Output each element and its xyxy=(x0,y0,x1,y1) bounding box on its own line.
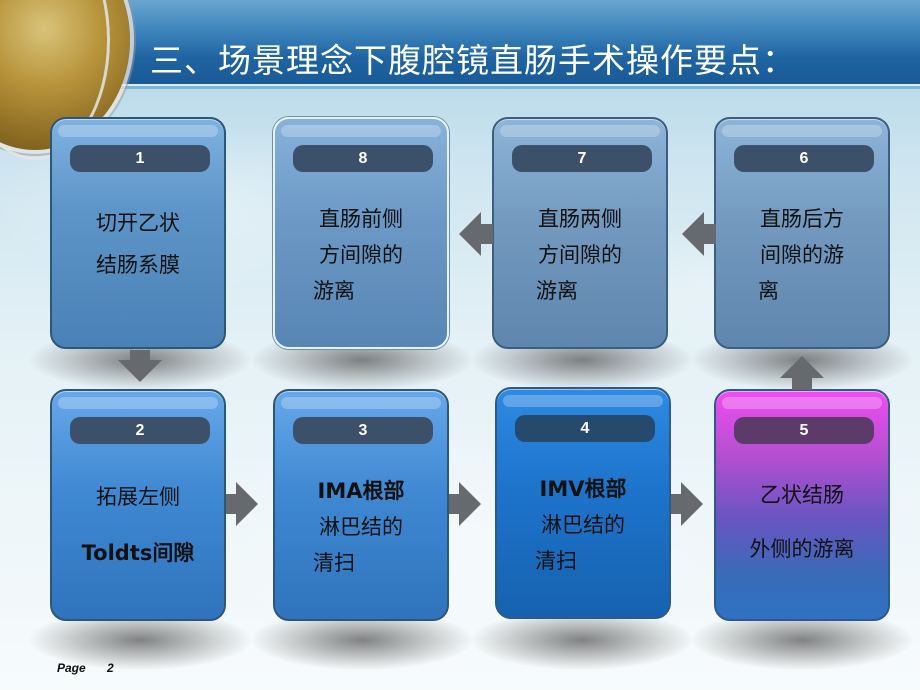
step-text-line: 方间隙的 xyxy=(319,243,403,267)
step-text-line: 结肠系膜 xyxy=(96,253,180,277)
step-text-line: 淋巴结的 xyxy=(319,515,403,539)
step-text-line: 直肠前侧 xyxy=(319,207,403,231)
step-text-line: 方间隙的 xyxy=(538,243,622,267)
card-gloss xyxy=(722,397,882,409)
card-gloss xyxy=(281,125,441,137)
header-bar xyxy=(110,0,920,89)
step-text: 乙状结肠 外侧的游离 xyxy=(716,477,888,567)
step-text: IMA根部 淋巴结的 清扫 xyxy=(275,473,447,581)
card-gloss xyxy=(500,125,660,137)
step-card-1: 1 切开乙状 结肠系膜 xyxy=(50,117,226,349)
step-card-8: 8 直肠前侧 方间隙的 游离 xyxy=(273,117,449,349)
card-gloss xyxy=(722,125,882,137)
step-number: 1 xyxy=(70,145,210,172)
step-text: 拓展左侧 Toldts间隙 xyxy=(52,479,224,571)
step-text-line: 离 xyxy=(758,279,779,303)
card-gloss xyxy=(503,395,663,407)
step-text-line: IMV根部 xyxy=(539,477,627,501)
step-text-line: 清扫 xyxy=(535,549,577,573)
footer-page-number: 2 xyxy=(107,661,114,675)
step-card-3: 3 IMA根部 淋巴结的 清扫 xyxy=(273,389,449,621)
footer-page-label: Page xyxy=(57,661,86,675)
step-number: 6 xyxy=(734,145,874,172)
step-card-5: 5 乙状结肠 外侧的游离 xyxy=(714,389,890,621)
step-text-line: 游离 xyxy=(313,279,355,303)
card-gloss xyxy=(58,397,218,409)
step-number: 5 xyxy=(734,417,874,444)
step-number: 2 xyxy=(70,417,210,444)
card-gloss xyxy=(281,397,441,409)
step-text: 直肠两侧 方间隙的 游离 xyxy=(494,201,666,309)
step-text-line: 直肠两侧 xyxy=(538,207,622,231)
step-text: IMV根部 淋巴结的 清扫 xyxy=(497,471,669,579)
down-arrow-icon xyxy=(118,350,162,384)
card-gloss xyxy=(58,125,218,137)
step-text-line: 淋巴结的 xyxy=(541,513,625,537)
step-text-line: IMA根部 xyxy=(317,479,405,503)
step-card-7: 7 直肠两侧 方间隙的 游离 xyxy=(492,117,668,349)
right-arrow-icon xyxy=(671,482,705,526)
left-arrow-icon xyxy=(459,212,493,256)
step-number: 3 xyxy=(293,417,433,444)
step-number: 4 xyxy=(515,415,655,442)
up-arrow-icon xyxy=(780,356,824,390)
step-text-line: 直肠后方 xyxy=(760,207,844,231)
right-arrow-icon xyxy=(449,482,483,526)
step-text-line: 间隙的游 xyxy=(760,243,844,267)
step-text-line: 游离 xyxy=(536,279,578,303)
step-text-line: Toldts间隙 xyxy=(81,541,195,565)
page-title: 三、场景理念下腹腔镜直肠手术操作要点： xyxy=(150,41,796,80)
step-card-6: 6 直肠后方 间隙的游 离 xyxy=(714,117,890,349)
step-card-2: 2 拓展左侧 Toldts间隙 xyxy=(50,389,226,621)
left-arrow-icon xyxy=(682,212,716,256)
step-number: 7 xyxy=(512,145,652,172)
right-arrow-icon xyxy=(226,482,260,526)
step-text: 切开乙状 结肠系膜 xyxy=(52,205,224,283)
step-text: 直肠后方 间隙的游 离 xyxy=(716,201,888,309)
step-text-line: 乙状结肠 xyxy=(760,483,844,507)
step-text-line: 外侧的游离 xyxy=(749,537,855,561)
step-text-line: 切开乙状 xyxy=(96,211,180,235)
step-text-line: 清扫 xyxy=(313,551,355,575)
step-number: 8 xyxy=(293,145,433,172)
step-card-4: 4 IMV根部 淋巴结的 清扫 xyxy=(495,387,671,619)
step-text: 直肠前侧 方间隙的 游离 xyxy=(275,201,447,309)
card-shadow xyxy=(472,610,692,670)
step-text-line: 拓展左侧 xyxy=(96,485,180,509)
